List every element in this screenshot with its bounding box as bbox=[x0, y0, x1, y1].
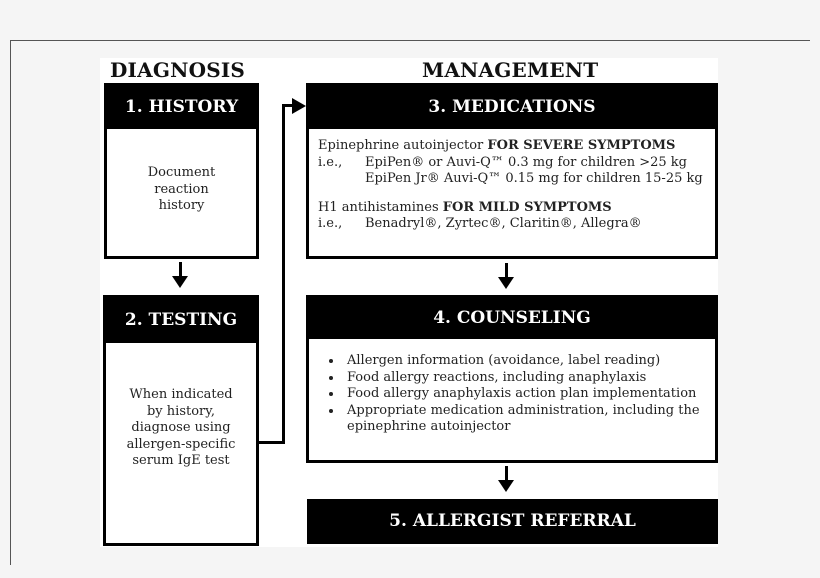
arrow-down-icon bbox=[172, 276, 188, 288]
connector-top-horizontal bbox=[282, 104, 294, 107]
counseling-box: 4. COUNSELING Allergen information (avoi… bbox=[306, 295, 718, 463]
counseling-header: 4. COUNSELING bbox=[309, 298, 715, 339]
history-text-line: history bbox=[158, 198, 205, 213]
medications-header: 3. MEDICATIONS bbox=[309, 86, 715, 129]
testing-text-line: diagnose using bbox=[131, 420, 231, 435]
arrow-history-to-testing-stem bbox=[179, 262, 182, 278]
history-text-line: reaction bbox=[154, 181, 209, 197]
allergist-referral-header: 5. ALLERGIST REFERRAL bbox=[310, 502, 715, 541]
severe-option-line: i.e.,EpiPen® or Auvi-Q™ 0.3 mg for child… bbox=[318, 154, 687, 170]
connector-testing-horizontal bbox=[258, 441, 285, 444]
testing-body: When indicated by history, diagnose usin… bbox=[106, 343, 256, 470]
mild-symptoms-heading: H1 antihistamines FOR MILD SYMPTOMS bbox=[318, 199, 612, 215]
testing-text-line: allergen-specific bbox=[126, 436, 236, 452]
testing-box: 2. TESTING When indicated by history, di… bbox=[103, 295, 259, 546]
counseling-bullet: Appropriate medication administration, i… bbox=[343, 403, 715, 436]
medications-body: Epinephrine autoinjector FOR SEVERE SYMP… bbox=[309, 129, 715, 233]
counseling-bullet-list: Allergen information (avoidance, label r… bbox=[309, 353, 715, 436]
arrow-medications-to-counseling-stem bbox=[505, 263, 508, 279]
arrow-right-icon bbox=[292, 98, 306, 114]
history-text-line: Document bbox=[147, 165, 216, 180]
medications-box: 3. MEDICATIONS Epinephrine autoinjector … bbox=[306, 83, 718, 259]
connector-vertical bbox=[282, 104, 285, 444]
mild-emphasis: FOR MILD SYMPTOMS bbox=[442, 199, 612, 215]
arrow-down-icon bbox=[498, 277, 514, 289]
diagnosis-column-title: DIAGNOSIS bbox=[110, 58, 246, 82]
mild-option-line: i.e.,Benadryl®, Zyrtec®, Claritin®, Alle… bbox=[318, 216, 642, 231]
counseling-bullet: Allergen information (avoidance, label r… bbox=[343, 353, 715, 370]
counseling-bullet: Food allergy anaphylaxis action plan imp… bbox=[343, 386, 715, 403]
testing-text-line: by history, bbox=[146, 403, 215, 419]
allergist-referral-box: 5. ALLERGIST REFERRAL bbox=[307, 499, 718, 544]
counseling-body: Allergen information (avoidance, label r… bbox=[309, 339, 715, 436]
severe-symptoms-heading: Epinephrine autoinjector FOR SEVERE SYMP… bbox=[318, 138, 676, 153]
history-box: 1. HISTORY Document reaction history bbox=[104, 83, 259, 259]
frame-top-border bbox=[10, 40, 810, 41]
testing-text-line: serum IgE test bbox=[132, 453, 230, 468]
history-body: Document reaction history bbox=[107, 129, 256, 215]
management-column-title: MANAGEMENT bbox=[422, 58, 599, 82]
testing-header: 2. TESTING bbox=[106, 298, 256, 343]
severe-option-line: EpiPen Jr® Auvi-Q™ 0.15 mg for children … bbox=[365, 171, 703, 186]
arrow-counseling-to-referral-stem bbox=[505, 466, 508, 481]
counseling-bullet: Food allergy reactions, including anaphy… bbox=[343, 370, 715, 387]
history-header: 1. HISTORY bbox=[107, 86, 256, 129]
severe-emphasis: FOR SEVERE SYMPTOMS bbox=[487, 138, 676, 153]
testing-text-line: When indicated bbox=[129, 387, 233, 402]
frame-left-border bbox=[10, 40, 11, 565]
arrow-down-icon bbox=[498, 480, 514, 492]
